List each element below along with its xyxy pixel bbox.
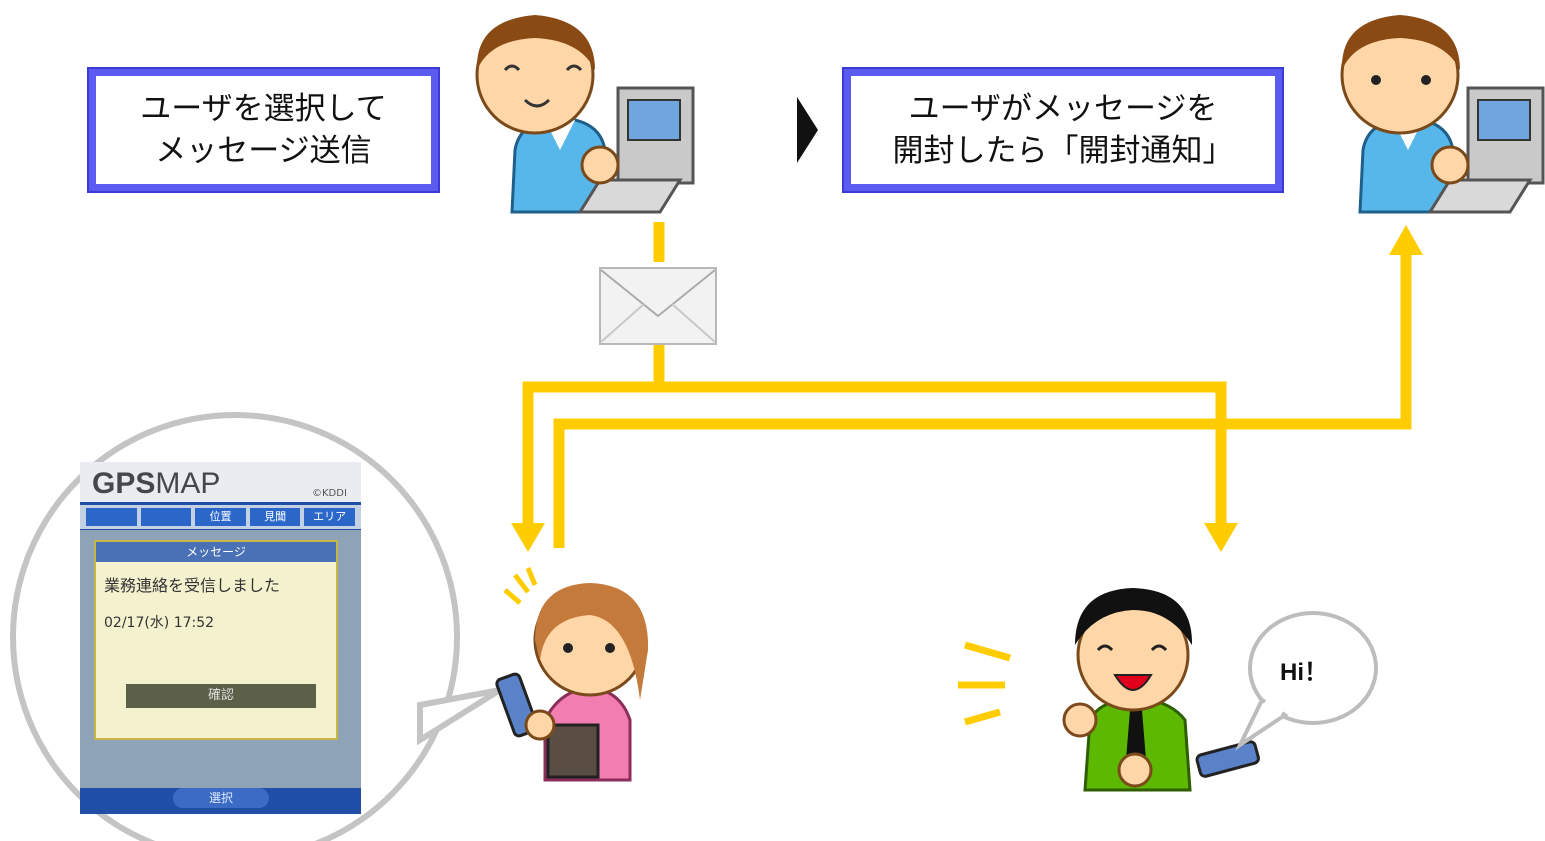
envelope-icon xyxy=(599,267,717,345)
step2-line1: ユーザがメッセージを xyxy=(908,91,1218,127)
flow-arrowheads xyxy=(511,225,1423,552)
operator-sender-icon xyxy=(475,15,695,214)
callout-tail xyxy=(417,687,502,746)
phone-carrier: ©KDDI xyxy=(312,488,347,499)
phone-dialog: メッセージ 業務連絡を受信しました 02/17(水) 17:52 確認 xyxy=(94,540,338,740)
flow-lines xyxy=(522,222,1412,548)
tab-history[interactable]: 見聞 xyxy=(249,508,301,526)
phone-brand-light: MAP xyxy=(155,467,221,500)
arrow-right-icon xyxy=(797,97,818,163)
step2-line2: 開封したら「開封通知」 xyxy=(892,133,1234,169)
phone-brand-bold: GPS xyxy=(92,467,156,500)
phone-confirm-button[interactable]: 確認 xyxy=(126,684,316,708)
tab-area[interactable]: エリア xyxy=(304,508,355,526)
callout-circle xyxy=(10,412,460,841)
phone-tab-bar: 位置 見聞 エリア xyxy=(80,505,361,529)
man-receiver-icon xyxy=(958,588,1260,792)
tab-location[interactable]: 位置 xyxy=(195,508,246,526)
speech-bubble xyxy=(1248,611,1378,725)
woman-receiver-icon xyxy=(495,567,649,782)
tab-mail[interactable] xyxy=(86,508,137,526)
phone-screen: GPSMAP ©KDDI 位置 見聞 エリア メッセージ 業務連絡を受信しました… xyxy=(80,462,361,814)
step1-line1: ユーザを選択して xyxy=(140,91,387,127)
phone-timestamp: 02/17(水) 17:52 xyxy=(104,615,215,631)
step1-line2: メッセージ送信 xyxy=(155,133,372,169)
phone-select-button[interactable]: 選択 xyxy=(173,788,269,808)
phone-message: 業務連絡を受信しました xyxy=(104,576,281,595)
step1-box: ユーザを選択して メッセージ送信 xyxy=(87,67,440,193)
operator-notified-icon xyxy=(1340,15,1545,214)
phone-dialog-title: メッセージ xyxy=(96,542,336,562)
speech-text: Hi！ xyxy=(1280,659,1328,686)
step2-box: ユーザがメッセージを 開封したら「開封通知」 xyxy=(842,67,1284,193)
tab-lock[interactable] xyxy=(140,508,192,526)
